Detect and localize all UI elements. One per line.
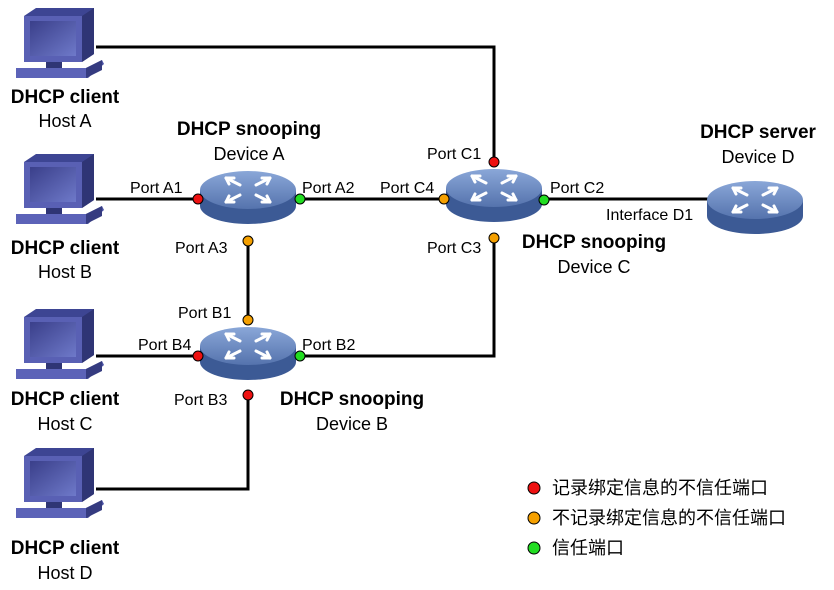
device-d-icon	[705, 179, 805, 236]
port-c1-dot	[488, 156, 500, 168]
links	[96, 45, 710, 491]
legend-record-untrusted-dot	[527, 481, 541, 495]
device-a-role: DHCP snooping	[177, 119, 321, 140]
device-a-icon	[198, 169, 298, 226]
device-b-name: Device B	[316, 414, 388, 434]
host-d-name: Host D	[37, 563, 92, 583]
port-b2-dot	[294, 350, 306, 362]
device-d-role: DHCP server	[700, 122, 816, 143]
device-a-name: Device A	[213, 144, 284, 164]
port-b4-label: Port B4	[138, 337, 191, 354]
port-a1-dot	[192, 193, 204, 205]
host-b-icon	[16, 154, 104, 224]
host-a-icon	[16, 8, 104, 78]
port-a1-label: Port A1	[130, 180, 183, 197]
port-c4-label: Port C4	[380, 180, 434, 197]
device-d-name: Device D	[721, 147, 794, 167]
device-c-icon	[444, 167, 544, 224]
host-d-icon	[16, 448, 104, 518]
port-dots	[192, 156, 550, 401]
port-b4-dot	[192, 350, 204, 362]
port-a3-label: Port A3	[175, 240, 228, 257]
legend: 记录绑定信息的不信任端口 不记录绑定信息的不信任端口 信任端口	[527, 478, 786, 559]
host-d-role: DHCP client	[11, 538, 120, 559]
host-b-name: Host B	[38, 262, 92, 282]
link-b3-hostd	[96, 395, 250, 491]
host-c-name: Host C	[37, 414, 92, 434]
port-b1-label: Port B1	[178, 305, 231, 322]
device-c-name: Device C	[557, 257, 630, 277]
port-b1-dot	[242, 314, 254, 326]
port-b2-label: Port B2	[302, 337, 355, 354]
legend-record-untrusted-label: 记录绑定信息的不信任端口	[552, 478, 768, 499]
host-c-role: DHCP client	[11, 389, 120, 410]
port-b3-label: Port B3	[174, 392, 227, 409]
legend-trusted-label: 信任端口	[552, 538, 624, 559]
legend-norecord-untrusted-label: 不记录绑定信息的不信任端口	[552, 508, 786, 529]
port-c3-dot	[488, 232, 500, 244]
port-c2-dot	[538, 194, 550, 206]
interface-d1-label: Interface D1	[606, 207, 693, 224]
link-hosta-c1	[96, 45, 496, 162]
host-b-role: DHCP client	[11, 238, 120, 259]
port-c2-label: Port C2	[550, 180, 604, 197]
device-b-role: DHCP snooping	[280, 389, 424, 410]
port-c3-label: Port C3	[427, 240, 481, 257]
host-a-role: DHCP client	[11, 87, 120, 108]
link-b2-c3	[300, 238, 496, 358]
host-a-name: Host A	[38, 111, 91, 131]
legend-trusted-dot	[527, 541, 541, 555]
legend-norecord-untrusted-dot	[527, 511, 541, 525]
port-b3-dot	[242, 389, 254, 401]
port-a2-dot	[294, 193, 306, 205]
port-c4-dot	[438, 193, 450, 205]
device-b-icon	[198, 325, 298, 382]
host-c-icon	[16, 309, 104, 379]
port-a2-label: Port A2	[302, 180, 355, 197]
device-c-role: DHCP snooping	[522, 232, 666, 253]
port-c1-label: Port C1	[427, 146, 481, 163]
port-a3-dot	[242, 235, 254, 247]
